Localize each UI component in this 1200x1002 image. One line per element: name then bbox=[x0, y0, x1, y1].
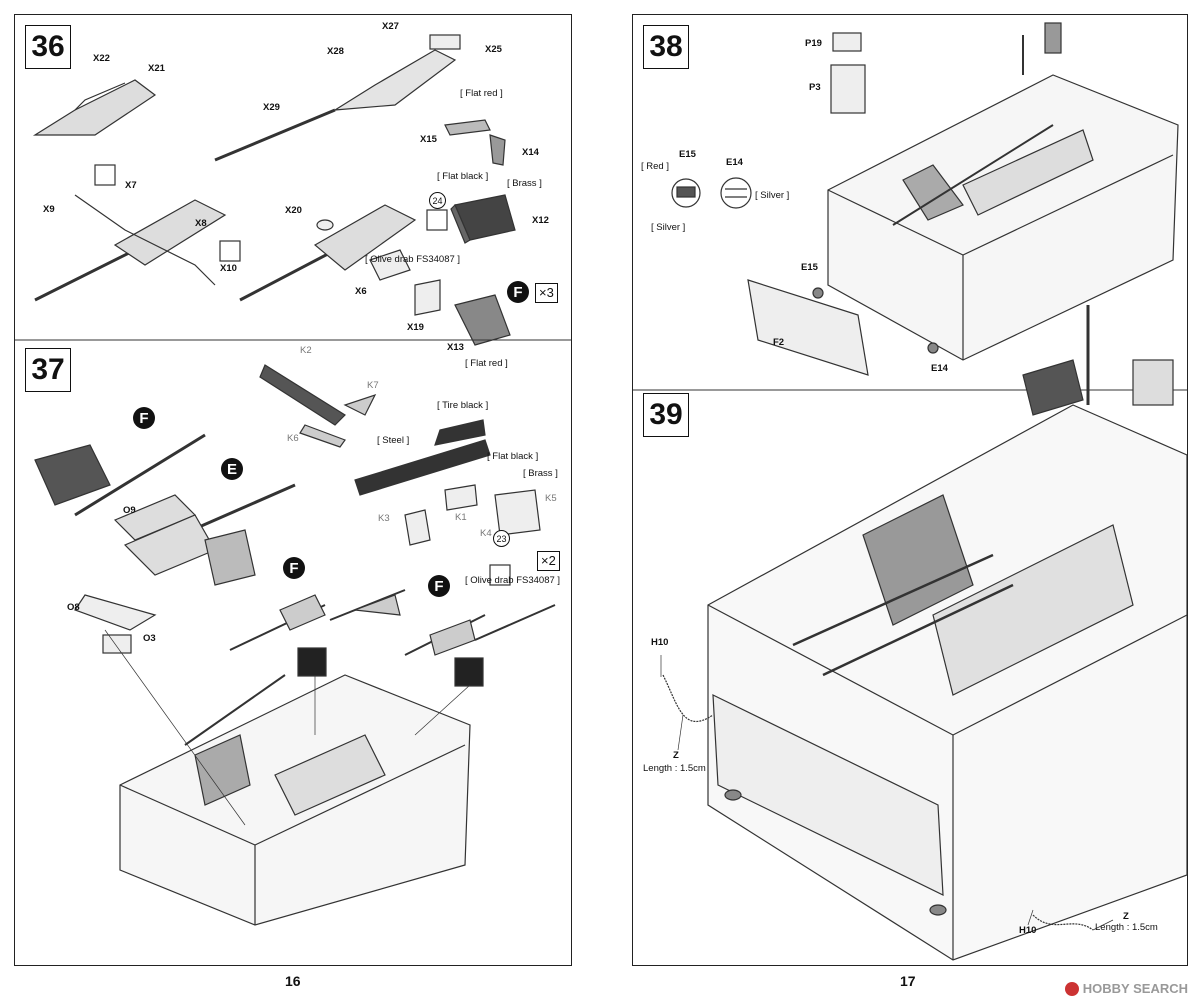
circle-number-23: 23 bbox=[493, 530, 510, 547]
step-number-39: 39 bbox=[643, 393, 689, 437]
circle-number-24: 24 bbox=[429, 192, 446, 209]
part-label-x20: X20 bbox=[285, 205, 302, 216]
paint-brass-37: [ Brass ] bbox=[523, 468, 558, 479]
part-label-x27: X27 bbox=[382, 21, 399, 32]
paint-red: [ Red ] bbox=[641, 161, 669, 172]
paint-flat-red-1: [ Flat red ] bbox=[460, 88, 503, 99]
manual-page-left: 36 37 X22 X21 X27 X28 X25 X29 [ Flat red… bbox=[14, 14, 572, 966]
paint-flat-black: [ Flat black ] bbox=[437, 171, 489, 182]
step-number-36: 36 bbox=[25, 25, 71, 69]
part-label-x10: X10 bbox=[220, 263, 237, 274]
paint-flat-red-2: [ Flat red ] bbox=[465, 358, 508, 369]
part-label-h10-b: H10 bbox=[1019, 925, 1037, 936]
badge-f-37-b: F bbox=[283, 557, 305, 579]
part-label-x19: X19 bbox=[407, 322, 424, 333]
paint-olive-drab-36: [ Olive drab FS34087 ] bbox=[365, 254, 461, 265]
part-label-x8: X8 bbox=[195, 218, 207, 229]
part-label-x28: X28 bbox=[327, 46, 344, 57]
page-number-right: 17 bbox=[900, 973, 916, 989]
watermark-text: HOBBY SEARCH bbox=[1082, 981, 1188, 996]
part-label-p3: P3 bbox=[809, 82, 821, 93]
manual-page-right: 38 39 P19 P3 E15 E14 [ Red ] [ Silver ] … bbox=[632, 14, 1188, 966]
part-label-x9: X9 bbox=[43, 204, 55, 215]
part-label-k1: K1 bbox=[455, 512, 467, 523]
paint-flat-black-37: [ Flat black ] bbox=[487, 451, 539, 462]
paint-brass: [ Brass ] bbox=[507, 178, 542, 189]
watermark: HOBBY SEARCH bbox=[1064, 981, 1188, 996]
part-label-x22: X22 bbox=[93, 53, 110, 64]
part-label-x7: X7 bbox=[125, 180, 137, 191]
part-label-z-a: Z bbox=[673, 750, 679, 761]
paint-tire-black: [ Tire black ] bbox=[437, 400, 489, 411]
part-label-e15-a: E15 bbox=[679, 149, 696, 160]
part-label-e14-a: E14 bbox=[726, 157, 743, 168]
paint-silver-2: [ Silver ] bbox=[651, 222, 686, 233]
page-number-left: 16 bbox=[285, 973, 301, 989]
part-label-f2: F2 bbox=[773, 337, 785, 348]
part-label-x15: X15 bbox=[420, 134, 437, 145]
right-page-drawings bbox=[633, 22, 1187, 961]
left-page-drawings bbox=[15, 34, 571, 926]
badge-f-36: F bbox=[507, 281, 529, 303]
multiplier-x2: ×2 bbox=[537, 551, 560, 571]
part-label-x21: X21 bbox=[148, 63, 165, 74]
part-label-x25: X25 bbox=[485, 44, 502, 55]
length-note-b: Length : 1.5cm bbox=[1095, 922, 1158, 933]
part-label-k7: K7 bbox=[367, 380, 379, 391]
part-label-h10-a: H10 bbox=[651, 637, 669, 648]
paint-olive-drab-37: [ Olive drab FS34087 ] bbox=[465, 575, 561, 586]
paint-silver-1: [ Silver ] bbox=[755, 190, 790, 201]
part-label-e14-b: E14 bbox=[931, 363, 948, 374]
hobby-search-logo-icon bbox=[1064, 981, 1079, 996]
step-number-37: 37 bbox=[25, 348, 71, 392]
part-label-k3: K3 bbox=[378, 513, 390, 524]
badge-f-37-c: F bbox=[428, 575, 450, 597]
part-label-k5: K5 bbox=[545, 493, 557, 504]
badge-f-37-a: F bbox=[133, 407, 155, 429]
step-number-38: 38 bbox=[643, 25, 689, 69]
part-label-x29: X29 bbox=[263, 102, 280, 113]
part-label-x14: X14 bbox=[522, 147, 539, 158]
badge-e-37: E bbox=[221, 458, 243, 480]
part-label-x13: X13 bbox=[447, 342, 464, 353]
length-note-a: Length : 1.5cm bbox=[643, 763, 706, 774]
multiplier-x3: ×3 bbox=[535, 283, 558, 303]
part-label-o8: O8 bbox=[67, 602, 80, 613]
part-label-k4: K4 bbox=[480, 528, 492, 539]
part-label-x12: X12 bbox=[532, 215, 549, 226]
part-label-x6: X6 bbox=[355, 286, 367, 297]
part-label-e15-b: E15 bbox=[801, 262, 818, 273]
part-label-k6: K6 bbox=[287, 433, 299, 444]
part-label-o9: O9 bbox=[123, 505, 136, 516]
part-label-k2: K2 bbox=[300, 345, 312, 356]
part-label-z-b: Z bbox=[1123, 911, 1129, 922]
part-label-o3: O3 bbox=[143, 633, 156, 644]
part-label-p19: P19 bbox=[805, 38, 822, 49]
paint-steel: [ Steel ] bbox=[377, 435, 410, 446]
